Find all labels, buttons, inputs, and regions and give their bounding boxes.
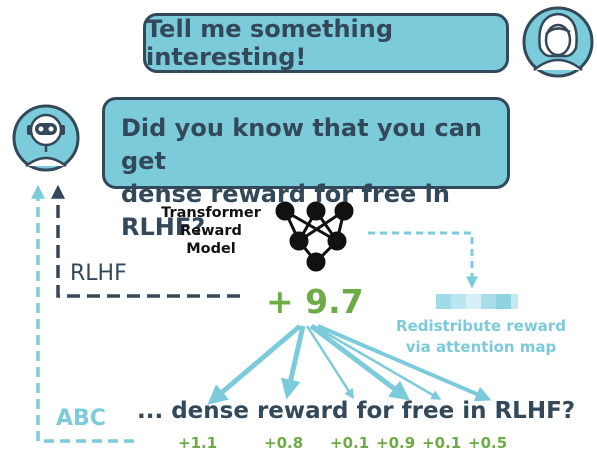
total-reward-score: + 9.7	[266, 282, 364, 321]
abc-label: ABC	[56, 406, 106, 431]
token-reward: +1.1	[178, 434, 218, 452]
neural-network-icon	[275, 201, 354, 272]
reward-model-label: Transformer Reward Model	[148, 204, 274, 258]
redistribute-label: Redistribute reward via attention map	[396, 316, 566, 358]
redistribute-line2: via attention map	[405, 338, 557, 356]
reward-model-line1: Transformer	[161, 205, 261, 221]
token-reward: +0.8	[264, 434, 304, 452]
redistribute-line1: Redistribute reward	[396, 317, 566, 335]
reward-model-line2: Reward	[180, 223, 242, 239]
assistant-message-line2: dense reward for free in RLHF?	[121, 180, 450, 241]
user-message-text: Tell me something interesting!	[146, 15, 394, 71]
abc-feedback-arrow	[31, 184, 134, 443]
woman-avatar-icon	[522, 6, 594, 78]
assistant-message-line1: Did you know that you can get	[121, 114, 482, 175]
user-message-bubble: Tell me something interesting!	[143, 13, 509, 73]
response-sentence: ... dense reward for free in RLHF?	[137, 398, 576, 424]
reward-distribution-arrows	[207, 324, 492, 405]
attention-arrow	[368, 231, 478, 289]
rlhf-label: RLHF	[70, 261, 127, 286]
token-reward: +0.9	[376, 434, 416, 452]
assistant-message-bubble: Did you know that you can get dense rewa…	[102, 97, 510, 241]
token-reward: +0.1	[422, 434, 462, 452]
robot-avatar-icon	[12, 104, 80, 172]
token-reward: +0.5	[468, 434, 508, 452]
attention-map-strip	[436, 294, 518, 309]
token-reward: +0.1	[330, 434, 370, 452]
rlhf-feedback-arrow	[51, 184, 240, 298]
reward-model-line3: Model	[186, 241, 236, 257]
